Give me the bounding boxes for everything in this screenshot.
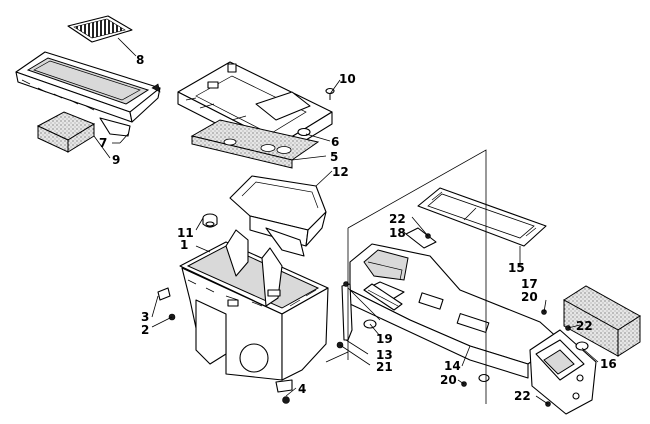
callout-17: 17 — [521, 277, 538, 291]
part-8-grille — [67, 15, 133, 43]
callout-8: 8 — [136, 53, 144, 67]
callout-22c: 22 — [514, 389, 531, 403]
part-3-clip — [157, 287, 171, 301]
callout-13: 13 — [376, 348, 393, 362]
part-7-intake-cover — [15, 51, 161, 137]
callout-4: 4 — [298, 382, 306, 396]
part-9-foam-pad — [36, 111, 96, 153]
callout-9: 9 — [112, 153, 120, 167]
part-16-end-cap — [529, 329, 597, 415]
callout-10: 10 — [339, 72, 356, 86]
callout-labels: 8 7 9 10 6 5 12 11 1 3 2 4 22 18 15 17 2… — [99, 53, 617, 403]
callout-14: 14 — [444, 359, 461, 373]
part-10-screw — [325, 87, 335, 100]
part-15-frame-gasket — [417, 187, 547, 247]
callout-18: 18 — [389, 226, 406, 240]
assembly-bracket-lines — [325, 149, 487, 404]
callout-1: 1 — [180, 238, 188, 252]
callout-22a: 22 — [389, 212, 406, 226]
callout-22b: 22 — [576, 319, 593, 333]
callout-20b: 20 — [440, 373, 457, 387]
callout-3: 3 — [141, 310, 149, 324]
callout-7: 7 — [99, 136, 107, 150]
part-11-cap — [202, 213, 218, 228]
part-4-grommet — [282, 396, 290, 404]
part-5-foam-gasket — [190, 119, 320, 169]
callout-12: 12 — [332, 165, 349, 179]
part-19-spring-clip — [363, 283, 403, 311]
callout-15: 15 — [508, 261, 525, 275]
leader-lines — [93, 37, 599, 405]
callout-6: 6 — [331, 135, 339, 149]
part-17-foam-block — [563, 285, 641, 357]
part-12-intake-duct — [229, 175, 327, 257]
callout-11: 11 — [177, 226, 194, 240]
callout-2: 2 — [141, 323, 149, 337]
callout-5: 5 — [330, 150, 338, 164]
callout-16: 16 — [600, 357, 617, 371]
part-18-bracket — [405, 227, 437, 249]
part-1-airbox-housing — [179, 229, 329, 393]
callout-21: 21 — [376, 360, 393, 374]
callout-19: 19 — [376, 332, 393, 346]
part-13-rod — [341, 281, 353, 341]
callout-20a: 20 — [521, 290, 538, 304]
